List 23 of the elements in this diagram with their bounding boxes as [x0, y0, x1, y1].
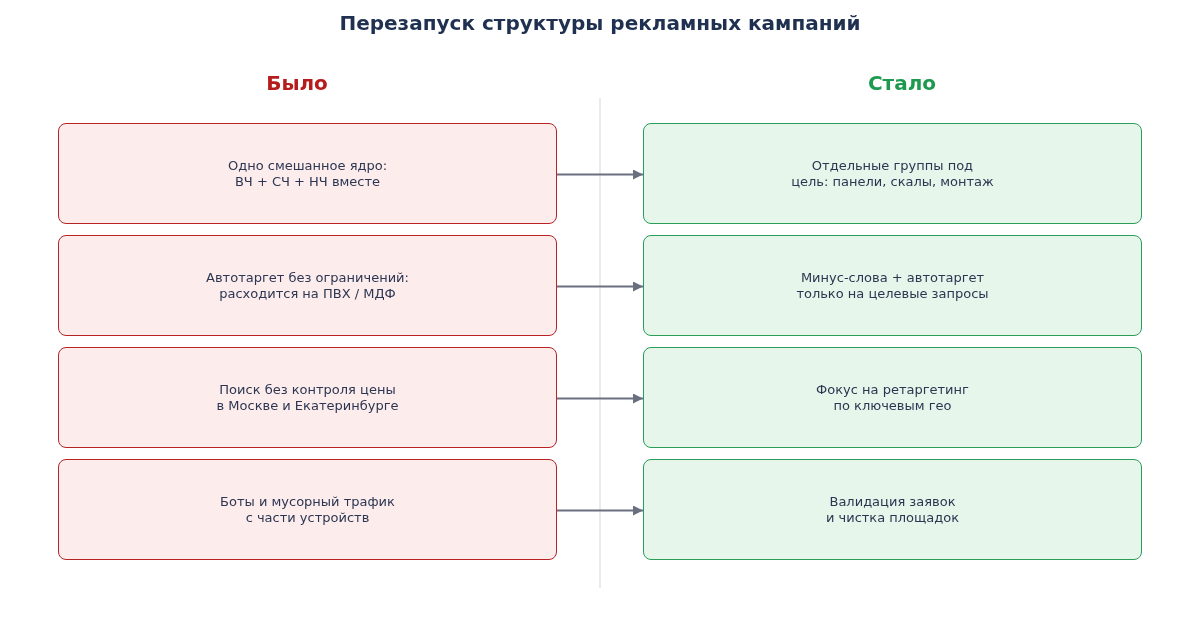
box-text: Поиск без контроля цены в Москве и Екатеринбурге — [216, 381, 399, 414]
box-text: Валидация заявок и чистка площадок — [825, 493, 960, 526]
new-state-box — [643, 123, 1142, 224]
old-state-box — [58, 459, 557, 560]
old-state-box — [58, 123, 557, 224]
diagram-title: Перезапуск структуры рекламных кампаний — [339, 11, 861, 35]
box-text: Отдельные группы под цель: панели, скалы, монтаж — [791, 157, 994, 190]
arrow — [556, 393, 644, 404]
box-text: Минус-слова + автотаргет только на целевые запросы — [796, 269, 989, 302]
arrow — [556, 169, 644, 180]
column-heading: Стало — [867, 71, 937, 95]
arrow — [556, 505, 644, 516]
new-state-box — [643, 235, 1142, 336]
old-state-box — [58, 235, 557, 336]
new-state-box — [643, 347, 1142, 448]
box-text: Автотаргет без ограничений: расходится на ПВХ / МДФ — [206, 269, 409, 302]
box-text: Одно смешанное ядро: ВЧ + СЧ + НЧ вместе — [227, 157, 388, 190]
box-text: Боты и мусорный трафик с части устройств — [220, 493, 395, 526]
box-text: Фокус на ретаргетинг по ключевым гео — [816, 381, 969, 414]
new-state-box — [643, 459, 1142, 560]
arrow — [556, 281, 644, 292]
column-heading: Было — [266, 71, 328, 95]
old-state-box — [58, 347, 557, 448]
